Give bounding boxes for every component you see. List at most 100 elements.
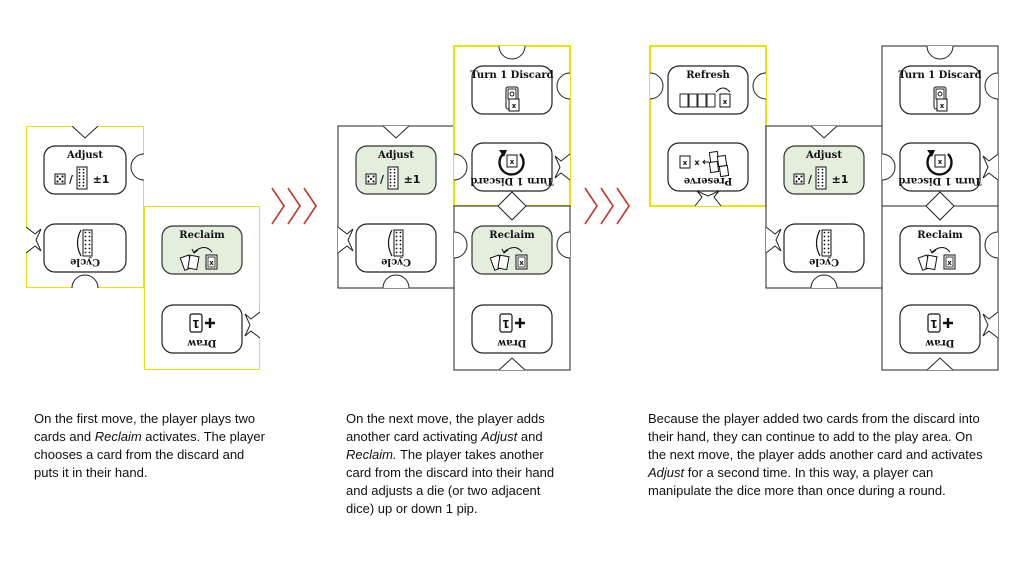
svg-text:x: x xyxy=(519,259,524,267)
ability-title-turn_discard: Turn 1 Discard xyxy=(898,175,981,186)
draw-icon: 1 xyxy=(499,313,525,333)
turn-discard-rotate-icon: x xyxy=(498,150,525,176)
turn-discard-icon: x xyxy=(933,86,948,112)
turn-discard-icon: x xyxy=(505,86,520,112)
svg-text:x: x xyxy=(510,158,515,166)
svg-text:x: x xyxy=(938,158,943,166)
svg-text:/: / xyxy=(808,173,813,186)
ability-title-reclaim: Reclaim xyxy=(179,230,225,241)
vee-tab xyxy=(498,357,526,371)
ability-title-cycle: Cycle xyxy=(809,256,839,267)
svg-text:/: / xyxy=(69,173,74,186)
ability-title-cycle: Cycle xyxy=(70,256,100,267)
ability-title-turn_discard: Turn 1 Discard xyxy=(470,70,553,81)
star-tab xyxy=(337,226,354,254)
ability-title-cycle: Cycle xyxy=(381,256,411,267)
ability-title-reclaim: Reclaim xyxy=(917,230,963,241)
progress-arrows-1 xyxy=(271,187,317,225)
draw-icon: 1 xyxy=(927,313,953,333)
ability-title-turn_discard: Turn 1 Discard xyxy=(470,175,553,186)
diamond-tab xyxy=(497,191,527,221)
svg-text:x: x xyxy=(947,259,952,267)
semicircle-tab xyxy=(881,153,896,181)
refresh-icon: x xyxy=(679,87,731,108)
plus-minus-label: ±1 xyxy=(832,173,849,186)
star-tab xyxy=(554,153,571,181)
plus-minus-label: ±1 xyxy=(404,173,421,186)
ability-title-adjust: Adjust xyxy=(66,150,103,161)
caption-step-1: On the first move, the player plays two … xyxy=(34,411,265,480)
svg-text:x: x xyxy=(694,158,700,167)
diamond-tab xyxy=(925,191,955,221)
caption-step-2: On the next move, the player adds anothe… xyxy=(346,411,555,516)
semicircle-tab xyxy=(382,274,410,289)
semicircle-tab xyxy=(926,45,954,60)
turn-discard-rotate-icon: x xyxy=(926,150,953,176)
svg-text:1: 1 xyxy=(502,317,510,330)
cycle-icon xyxy=(387,229,404,257)
ability-title-adjust: Adjust xyxy=(377,150,414,161)
svg-text:x: x xyxy=(940,102,945,110)
adjust-dice-icon: / ±1 xyxy=(365,166,421,190)
star-tab xyxy=(694,190,722,207)
svg-text:x: x xyxy=(723,98,728,106)
ability-title-turn_discard: Turn 1 Discard xyxy=(898,70,981,81)
vee-tab xyxy=(810,125,838,139)
star-tab xyxy=(26,226,42,254)
semicircle-tab xyxy=(649,72,664,100)
ability-title-draw: Draw xyxy=(187,337,216,348)
ability-title-adjust: Adjust xyxy=(805,150,842,161)
svg-text:x: x xyxy=(683,159,688,167)
semicircle-tab xyxy=(810,274,838,289)
vee-tab xyxy=(71,126,99,139)
ability-title-preserve: Preserve xyxy=(684,175,733,186)
semicircle-tab xyxy=(453,153,468,181)
semicircle-tab xyxy=(71,274,99,288)
star-tab xyxy=(244,311,260,339)
svg-text:x: x xyxy=(209,259,214,267)
semicircle-tab xyxy=(130,153,144,181)
semicircle-tab xyxy=(984,231,999,259)
cycle-icon xyxy=(815,229,832,257)
vee-tab xyxy=(382,125,410,139)
svg-text:1: 1 xyxy=(192,317,200,330)
semicircle-tab xyxy=(984,72,999,100)
reclaim-icon: x xyxy=(179,246,218,271)
cycle-icon xyxy=(76,229,93,257)
svg-text:1: 1 xyxy=(930,317,938,330)
reclaim-icon: x xyxy=(489,246,528,271)
svg-text:x: x xyxy=(512,102,517,110)
caption-step-3: Because the player added two cards from … xyxy=(648,411,983,498)
semicircle-tab xyxy=(556,231,571,259)
semicircle-tab xyxy=(556,72,571,100)
adjust-dice-icon: / ±1 xyxy=(54,166,110,190)
ability-box xyxy=(667,142,749,192)
ability-title-refresh: Refresh xyxy=(686,70,730,81)
plus-minus-label: ±1 xyxy=(93,173,110,186)
draw-icon: 1 xyxy=(189,313,215,333)
star-tab xyxy=(982,153,999,181)
star-tab xyxy=(982,311,999,339)
reclaim-icon: x xyxy=(917,246,956,271)
adjust-dice-icon: / ±1 xyxy=(793,166,849,190)
semicircle-tab xyxy=(498,45,526,60)
ability-title-reclaim: Reclaim xyxy=(489,230,535,241)
semicircle-tab xyxy=(453,231,468,259)
svg-text:/: / xyxy=(380,173,385,186)
vee-tab xyxy=(926,357,954,371)
semicircle-tab xyxy=(752,72,767,100)
ability-title-draw: Draw xyxy=(925,337,954,348)
ability-title-draw: Draw xyxy=(497,337,526,348)
progress-arrows-2 xyxy=(584,187,630,225)
